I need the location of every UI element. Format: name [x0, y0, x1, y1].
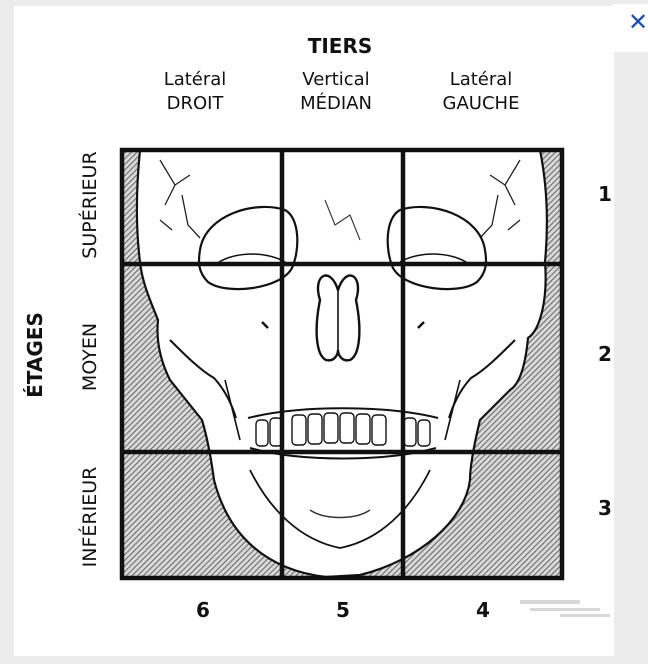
skull-grid-illustration — [0, 0, 648, 664]
